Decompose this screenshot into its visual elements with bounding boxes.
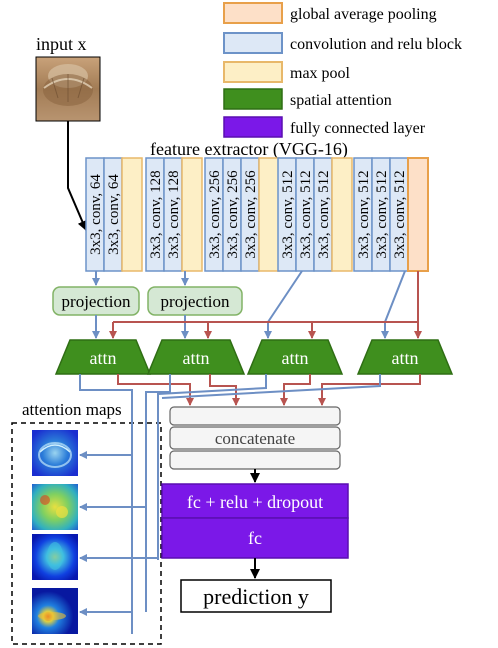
legend-label-global-avg-pool: global average pooling [290,6,437,23]
projection-label-2: projection [161,292,230,311]
attention-map-1 [32,430,78,476]
conv-layer-label-12: 3x3, conv, 512 [374,170,390,258]
legend-swatch-max-pool [223,61,283,83]
input-label: input x [36,34,87,54]
legend-swatch-global-avg-pool [223,2,283,24]
conv-layer-label-2: 3x3, conv, 64 [106,174,122,255]
conv-layer-label-10: 3x3, conv, 512 [316,170,332,258]
fc-relu-dropout-label: fc + relu + dropout [187,492,323,512]
extractor-title: feature extractor (VGG-16) [150,139,348,160]
concatenate-block: concatenate [169,406,341,470]
attn-label-4: attn [392,348,419,368]
attn-block-3: attn [246,339,344,375]
conv-layer-label-6: 3x3, conv, 256 [225,170,241,259]
conv-layer-label-3: 3x3, conv, 128 [148,170,164,258]
conv-layer-label-11: 3x3, conv, 512 [356,170,372,258]
legend-label-fully-connected: fully connected layer [290,120,426,137]
legend-label-spatial-attention: spatial attention [290,92,392,109]
conv-layer-label-13: 3x3, conv, 512 [392,170,408,258]
projection-box-2: projection [147,286,243,316]
attn-block-1: attn [54,339,152,375]
legend-swatch-fully-connected [223,116,283,138]
legend-swatch-spatial-attention [223,88,283,110]
legend-label-conv-relu: convolution and relu block [290,36,462,53]
legend: global average pooling convolution and r… [223,2,462,138]
input-image [35,56,101,122]
arrow-conv512a-to-attn3 [264,270,303,339]
global-feature-arrows [109,271,422,339]
attention-map-4 [32,588,78,634]
legend-label-max-pool: max pool [290,65,351,82]
attn-to-map-arrows [79,374,381,634]
conv-layer-label-7: 3x3, conv, 256 [243,170,259,259]
max-pool-block-2 [181,157,203,272]
attn-label-3: attn [282,348,309,368]
max-pool-block-4 [331,157,353,272]
projection-box-1: projection [52,286,140,316]
conv-layer-label-9: 3x3, conv, 512 [298,170,314,258]
attention-map-3 [32,534,78,580]
fc-label: fc [248,528,262,548]
conv-layer-label-5: 3x3, conv, 256 [207,170,223,259]
conv-layer-label-4: 3x3, conv, 128 [166,170,182,258]
attention-map-2 [32,484,78,530]
max-pool-block-1 [121,157,143,272]
attn-block-4: attn [356,339,454,375]
attn-to-concat-arrows [117,374,421,406]
attn-label-1: attn [90,348,117,368]
global-avg-pool-block [407,157,429,272]
prediction-box: prediction y [180,579,332,613]
prediction-label: prediction y [203,584,309,609]
max-pool-block-3 [258,157,280,272]
attn-label-2: attn [183,348,210,368]
fc-block: fc + relu + dropout fc [161,483,349,559]
legend-swatch-conv-relu [223,32,283,54]
projection-label-1: projection [62,292,131,311]
conv-layer-label-8: 3x3, conv, 512 [280,170,296,258]
attention-maps-label: attention maps [22,400,122,419]
concatenate-label: concatenate [215,429,295,448]
arrow-conv512b-to-attn4 [381,270,406,339]
conv-layer-label-1: 3x3, conv, 64 [88,174,104,255]
attn-block-2: attn [146,339,246,375]
input-arrow [67,121,88,231]
attention-maps-frame [11,422,162,645]
